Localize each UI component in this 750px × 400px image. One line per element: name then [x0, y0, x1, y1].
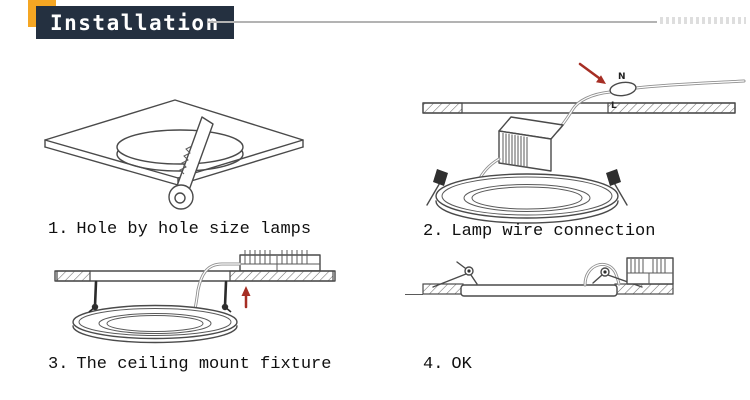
- spring-pin-left: [88, 280, 99, 313]
- wire-connector: [609, 81, 637, 97]
- diagram-wire-connection: N L: [422, 62, 746, 224]
- ceiling-section: [54, 270, 336, 282]
- step4-caption: 4. OK: [423, 355, 472, 374]
- spring-pin-right: [221, 280, 232, 313]
- step3-caption: 3. The ceiling mount fixture: [48, 355, 331, 374]
- step-number: 3.: [48, 355, 69, 374]
- step1-caption: 1. Hole by hole size lamps: [48, 220, 311, 239]
- step-label: OK: [451, 355, 472, 374]
- downlight-lamp: [72, 304, 238, 344]
- cutout-hole: [116, 129, 244, 172]
- step2-figure: N L: [405, 55, 746, 224]
- step2-caption: 2. Lamp wire connection: [423, 222, 655, 241]
- step-label: The ceiling mount fixture: [76, 355, 332, 374]
- wire-arc: [583, 262, 621, 287]
- title-box: Installation: [36, 6, 234, 39]
- step3-figure: [40, 246, 340, 352]
- spring-clip-right: [606, 169, 628, 206]
- diagram-hole-cutting: [44, 99, 304, 210]
- spring-clip-right: [592, 267, 643, 288]
- red-up-arrow-icon: [241, 286, 251, 309]
- diagram-ceiling-mount: [54, 250, 336, 344]
- header-divider-line: [207, 21, 657, 23]
- driver-box: [626, 257, 674, 285]
- downlight-lamp: [426, 169, 628, 224]
- spring-clip-left: [432, 261, 478, 288]
- ceiling-right: [614, 283, 674, 295]
- spring-clip-left: [426, 169, 448, 206]
- step-label: Lamp wire connection: [451, 222, 656, 241]
- driver-box: [239, 250, 321, 272]
- label-n: N: [618, 72, 626, 82]
- lamp-wire: [193, 262, 242, 311]
- page-title: Installation: [50, 10, 220, 35]
- step-number: 2.: [423, 222, 444, 241]
- ceiling-left: [422, 283, 464, 295]
- step-label: Hole by hole size lamps: [76, 220, 312, 239]
- step4-figure: [405, 250, 705, 312]
- step1-figure: [38, 90, 323, 220]
- label-l: L: [611, 101, 617, 111]
- driver-box: [498, 116, 564, 172]
- hole-saw-tool: [168, 116, 214, 210]
- red-arrow-icon: [578, 62, 606, 84]
- step-number: 1.: [48, 220, 69, 239]
- lamp-body: [460, 284, 618, 297]
- watermark-text: [660, 17, 746, 24]
- step-number: 4.: [423, 355, 444, 374]
- diagram-installed: [405, 257, 674, 297]
